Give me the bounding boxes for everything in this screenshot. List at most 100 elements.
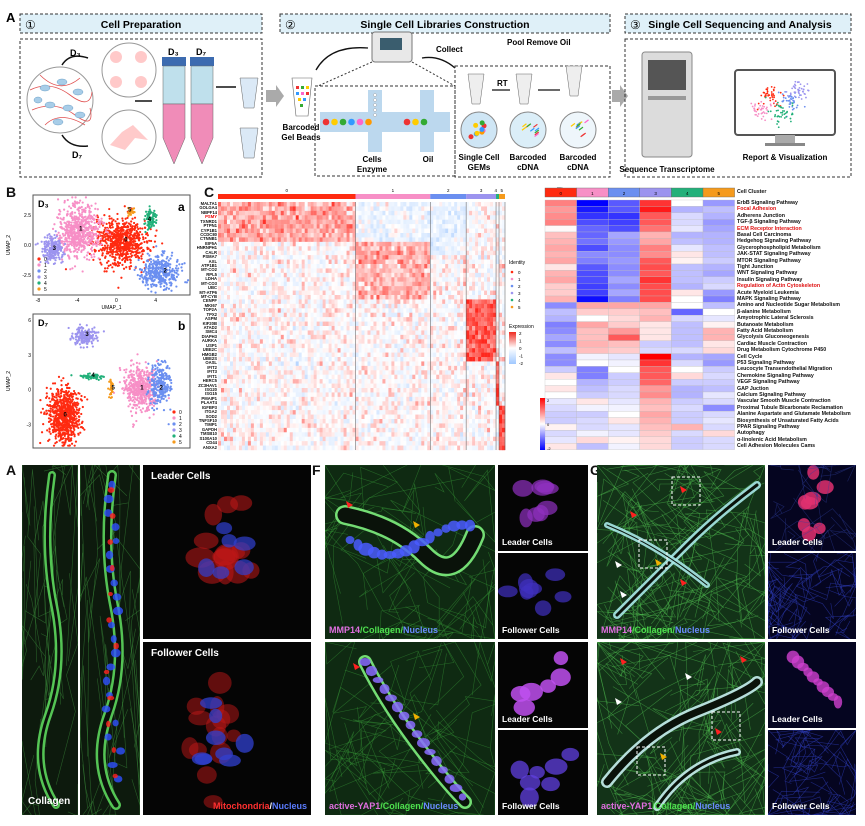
umap-point-cluster-0 xyxy=(120,253,123,257)
umap-point-cluster-0 xyxy=(114,220,117,223)
umap-point-cluster-0 xyxy=(60,379,63,382)
heatmap-cell xyxy=(259,241,264,247)
gene-label: EIF5A xyxy=(205,240,217,246)
umap-point-cluster-3 xyxy=(52,255,55,258)
umap-point-cluster-0 xyxy=(119,247,123,250)
umap-point-cluster-2 xyxy=(169,270,172,273)
umap-point-cluster-3 xyxy=(48,233,51,236)
umap-point-cluster-3 xyxy=(56,244,60,247)
heatmap-cell xyxy=(403,233,407,238)
umap-point-cluster-0 xyxy=(135,252,138,255)
umap-point-cluster-1 xyxy=(84,235,87,238)
umap-point-cluster-3 xyxy=(48,242,51,245)
umap-point-cluster-2 xyxy=(172,277,175,280)
heatmap-cell xyxy=(235,237,240,243)
umap-point-cluster-1 xyxy=(97,218,100,221)
heatmap-cell xyxy=(496,237,500,243)
heatmap-cell xyxy=(256,241,261,247)
heatmap-cell xyxy=(250,241,255,247)
umap-point-cluster-0 xyxy=(106,252,109,255)
umap-point-cluster-2 xyxy=(149,260,153,264)
thumb-point xyxy=(792,85,795,88)
umap-point-cluster-3 xyxy=(76,341,79,345)
umap-point-cluster-3 xyxy=(52,262,55,266)
umap-point-cluster-0 xyxy=(62,404,65,407)
umap-point-cluster-2 xyxy=(155,372,158,375)
thumb-point xyxy=(793,95,796,98)
umap-point-cluster-3 xyxy=(76,332,79,335)
heatmap-cell xyxy=(352,233,356,238)
heatmap-cell xyxy=(349,233,353,238)
gene-label: CYP1B1 xyxy=(200,227,217,233)
heatmap-cell xyxy=(322,224,326,229)
umap-point-cluster-2 xyxy=(166,383,169,386)
legend-label: 3 xyxy=(179,428,182,434)
umap-point-cluster-1 xyxy=(73,221,76,224)
heatmap-cell xyxy=(328,202,332,207)
umap-point-cluster-2 xyxy=(157,358,160,362)
umap-point-cluster-0 xyxy=(121,219,124,222)
library-box xyxy=(454,65,611,178)
heatmap-cell xyxy=(262,237,267,243)
umap-point-cluster-0 xyxy=(119,239,123,242)
heatmap-cell xyxy=(241,202,246,207)
thumb-point xyxy=(796,104,799,107)
panel-label-a: A xyxy=(6,10,16,25)
heatmap-cell xyxy=(355,237,359,243)
umap-point-cluster-1 xyxy=(133,401,136,404)
heatmap-cell xyxy=(331,233,335,238)
heatmap-cell xyxy=(325,215,329,220)
thumb-point xyxy=(759,108,762,111)
heatmap-cell xyxy=(349,202,353,207)
umap-point-cluster-0 xyxy=(111,266,114,269)
umap-point-cluster-0 xyxy=(134,240,137,243)
heatmap-cell xyxy=(472,215,476,220)
umap-point-cluster-1 xyxy=(81,232,84,235)
umap-point-cluster-1 xyxy=(75,255,78,258)
heatmap-cell xyxy=(475,215,479,220)
umap-point-cluster-0 xyxy=(161,242,164,245)
heatmap-cell xyxy=(241,215,246,220)
umap-point-cluster-2 xyxy=(146,252,149,255)
umap-point-cluster-2 xyxy=(144,284,147,287)
umap-point-cluster-1 xyxy=(70,235,74,238)
umap-point-cluster-3 xyxy=(93,326,96,329)
plot-title: D₃ xyxy=(38,199,49,209)
heatmap-cell xyxy=(265,215,270,220)
umap-point-cluster-2 xyxy=(145,270,148,274)
umap-point-cluster-2 xyxy=(153,374,156,377)
umap-point-cluster-0 xyxy=(57,390,60,393)
umap-point-cluster-1 xyxy=(67,226,70,229)
umap-point-cluster-0 xyxy=(60,399,63,402)
umap-point-cluster-4 xyxy=(148,213,151,216)
thumb-point xyxy=(786,110,789,113)
umap-point-cluster-2 xyxy=(158,389,161,392)
umap-point-cluster-2 xyxy=(170,273,173,276)
heatmap-cell xyxy=(268,202,273,207)
umap-point-cluster-0 xyxy=(122,225,125,229)
heatmap-cell xyxy=(412,237,416,243)
umap-point-cluster-1 xyxy=(119,368,122,372)
thumb-point xyxy=(755,110,758,113)
umap-point-cluster-0 xyxy=(77,432,80,435)
umap-point-cluster-3 xyxy=(40,240,43,243)
umap-point-cluster-1 xyxy=(79,199,82,202)
cluster-bar-label: 3 xyxy=(480,188,483,193)
heatmap-cell xyxy=(316,228,320,234)
umap-point-cluster-1 xyxy=(93,255,96,258)
heatmap-cell xyxy=(220,233,225,238)
umap-point-cluster-0 xyxy=(57,435,60,438)
heatmap-cell xyxy=(235,202,240,207)
umap-point-cluster-0 xyxy=(73,414,76,418)
heatmap-cell xyxy=(430,219,434,225)
umap-point-cluster-1 xyxy=(91,228,94,231)
heatmap-cell xyxy=(220,224,225,229)
heatmap-cell xyxy=(334,237,338,243)
heatmap-cell xyxy=(337,210,341,216)
heatmap-cell xyxy=(226,202,231,207)
umap-point-cluster-1 xyxy=(93,243,96,246)
umap-point-cluster-0 xyxy=(69,420,72,423)
thumb-point xyxy=(798,96,800,99)
umap-point-cluster-1 xyxy=(57,213,60,216)
